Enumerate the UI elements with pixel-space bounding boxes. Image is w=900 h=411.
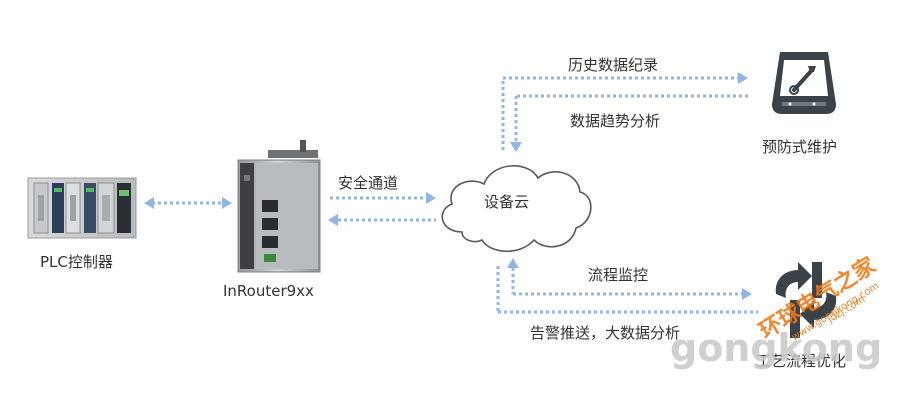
alarm-label: 告警推送，大数据分析 <box>530 324 681 342</box>
cloud-optimize-arrows <box>496 258 758 314</box>
cloud-shape <box>441 165 592 252</box>
cloud-label: 设备云 <box>484 193 530 211</box>
plc-router-arrow <box>144 197 232 209</box>
history-label: 历史数据纪录 <box>568 56 659 74</box>
wrench-icon <box>772 52 836 114</box>
cloud-maintenance-arrows <box>501 72 748 152</box>
secure-channel-label: 安全通道 <box>338 174 399 192</box>
router-label: InRouter9xx <box>223 282 314 300</box>
cycle-arrows-icon <box>775 262 837 338</box>
trend-label: 数据趋势分析 <box>570 112 661 130</box>
watermark-brand: gongkong <box>670 326 883 370</box>
monitor-label: 流程监控 <box>588 266 649 284</box>
router-image <box>237 140 321 273</box>
optimize-label: 工艺流程优化 <box>756 352 847 370</box>
maintenance-label: 预防式维护 <box>762 138 838 156</box>
plc-controller-image <box>27 177 137 239</box>
router-cloud-arrows <box>328 192 436 226</box>
plc-label: PLC控制器 <box>40 253 113 271</box>
